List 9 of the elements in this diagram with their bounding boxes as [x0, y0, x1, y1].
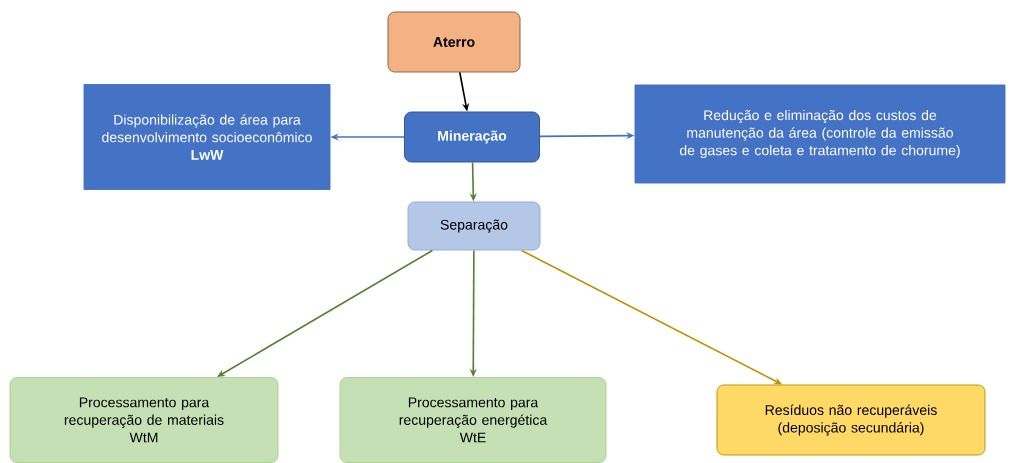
outcome-box: Redução e eliminação dos custos de manutenção da área (controle da emissão de gases e coleta e tratamento de chorume) [634, 84, 1006, 184]
arrow [217, 249, 434, 377]
outcome-box: Resíduos não recuperáveis (deposição secundária) [716, 384, 986, 456]
outcome-box: Disponibilização de área para desenvolvimento socioeconômico LwW [83, 84, 331, 190]
process-box: Mineração [404, 111, 540, 163]
outcome-box: Processamento para recuperação de materiais WtM [9, 377, 279, 463]
outcome-box: Processamento para recuperação energética WtE [339, 377, 607, 463]
process-box: Separação [407, 201, 541, 251]
process-box: Aterro [387, 11, 521, 73]
